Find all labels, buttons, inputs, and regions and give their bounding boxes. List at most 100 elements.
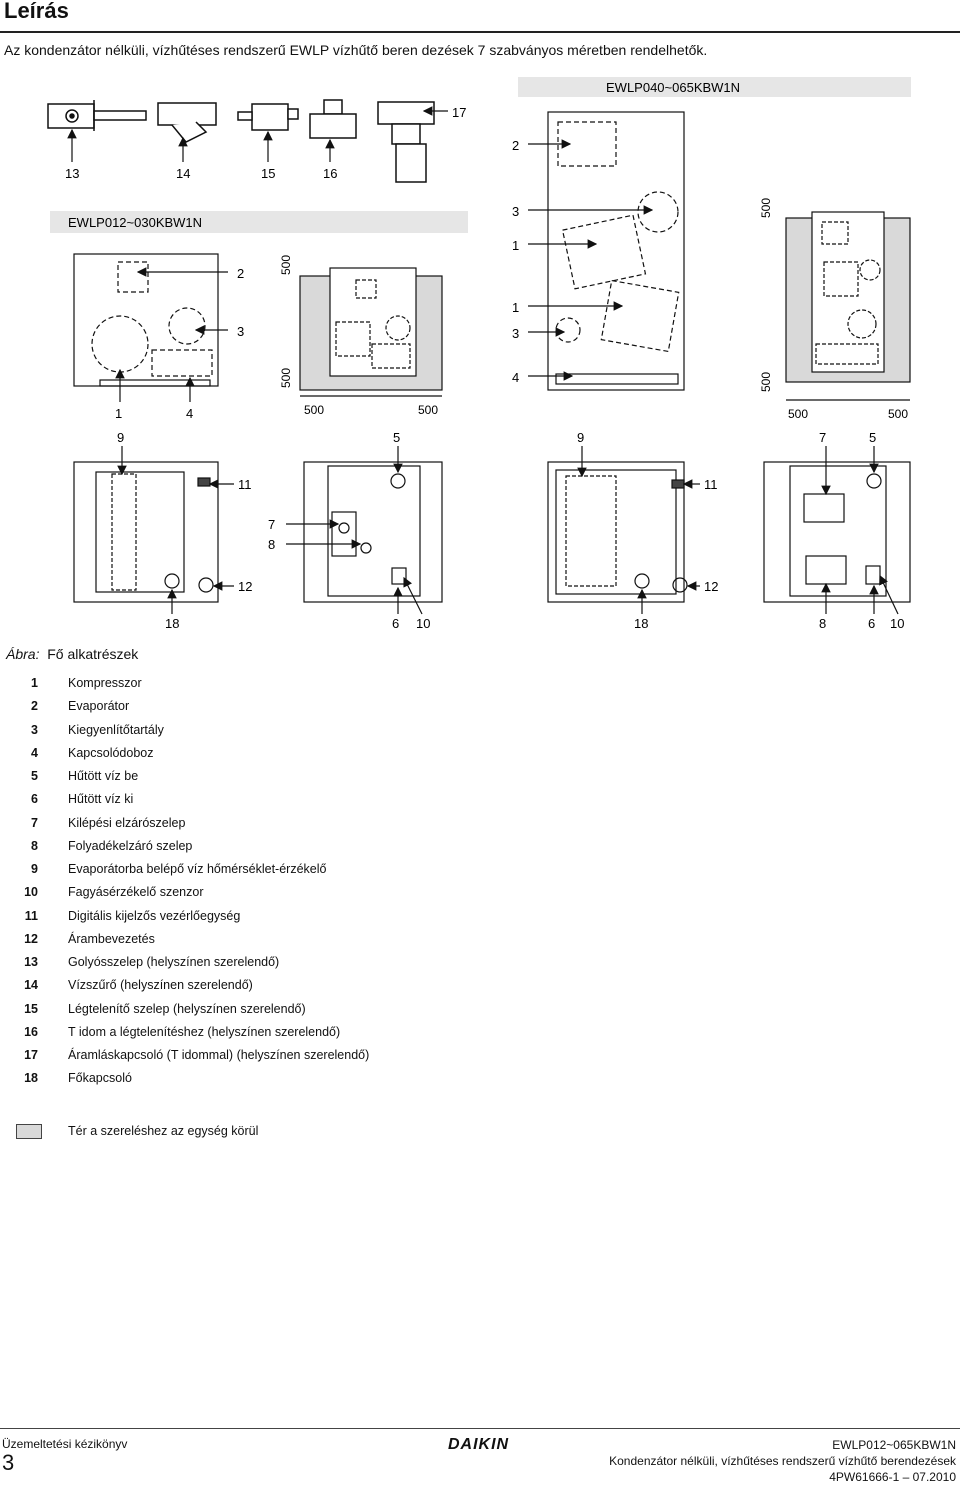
callout-15: 15 bbox=[261, 166, 275, 181]
legend-number: 18 bbox=[24, 1071, 38, 1086]
callout-small-2: 2 bbox=[237, 266, 244, 281]
callout-large-5: 5 bbox=[869, 430, 876, 445]
footer-divider bbox=[0, 1428, 960, 1429]
legend-label: Evaporátorba belépő víz hőmérséklet-érzé… bbox=[68, 862, 327, 876]
footer-manual-title: Üzemeltetési kézikönyv bbox=[2, 1437, 128, 1451]
footer-model: EWLP012~065KBW1N bbox=[832, 1438, 956, 1452]
callout-large-12: 12 bbox=[704, 579, 718, 594]
clearance-small-left: 500 bbox=[304, 403, 324, 417]
installation-space-swatch bbox=[16, 1124, 42, 1139]
footer-doc-code: 4PW61666-1 – 07.2010 bbox=[829, 1470, 956, 1484]
legend-label: Kapcsolódoboz bbox=[68, 745, 154, 760]
legend-number: 6 bbox=[31, 792, 38, 807]
legend-label: Főkapcsoló bbox=[68, 1071, 132, 1086]
legend-number: 13 bbox=[24, 955, 38, 969]
callout-small-11: 11 bbox=[238, 477, 252, 492]
callout-large-2: 2 bbox=[512, 138, 519, 153]
brand-logo: DAIKIN bbox=[448, 1436, 510, 1453]
title-underline bbox=[0, 31, 960, 33]
callout-small-1: 1 bbox=[115, 406, 122, 421]
installation-space-label: Tér a szereléshez az egység körül bbox=[68, 1124, 259, 1138]
callout-large-6: 6 bbox=[868, 616, 875, 631]
callout-17: 17 bbox=[452, 105, 466, 120]
callout-small-18: 18 bbox=[165, 616, 179, 631]
callout-large-1a: 1 bbox=[512, 238, 519, 253]
callout-small-6: 6 bbox=[392, 616, 399, 631]
legend-label: Áramláskapcsoló (T idommal) (helyszínen … bbox=[68, 1048, 370, 1062]
legend-label: Kompresszor bbox=[68, 676, 142, 690]
legend-number: 11 bbox=[24, 908, 38, 923]
caption-text: Fő alkatrészek bbox=[47, 646, 139, 662]
footer-product: Kondenzátor nélküli, vízhűtéses rendszer… bbox=[609, 1454, 956, 1468]
caption-prefix: Ábra: bbox=[6, 646, 40, 662]
callout-small-9: 9 bbox=[117, 430, 124, 445]
callout-small-5: 5 bbox=[393, 430, 400, 445]
legend-label: Vízszűrő (helyszínen szerelendő) bbox=[68, 978, 253, 993]
callout-small-3: 3 bbox=[237, 324, 244, 339]
model-small-label: EWLP012~030KBW1N bbox=[68, 215, 202, 230]
large-unit-side-view bbox=[763, 461, 911, 603]
legend-number: 15 bbox=[24, 1001, 38, 1016]
clearance-small-bottom: 500 bbox=[279, 368, 293, 388]
callout-small-12: 12 bbox=[238, 579, 252, 594]
small-unit-top-view bbox=[73, 461, 219, 603]
clearance-large-left: 500 bbox=[788, 407, 808, 421]
legend-label: Légtelenítő szelep (helyszínen szerelend… bbox=[68, 1001, 306, 1016]
callout-16: 16 bbox=[323, 166, 337, 181]
accessory-ball-valve-icon bbox=[47, 100, 147, 131]
clearance-small-right: 500 bbox=[418, 403, 438, 417]
legend-number: 9 bbox=[31, 862, 38, 876]
legend-number: 14 bbox=[24, 978, 38, 993]
callout-small-10: 10 bbox=[416, 616, 430, 631]
clearance-small-top: 500 bbox=[279, 255, 293, 275]
callout-large-4: 4 bbox=[512, 370, 519, 385]
small-unit-side-view bbox=[303, 461, 443, 603]
accessory-air-purge-valve-icon bbox=[237, 103, 299, 131]
model-banner-small bbox=[50, 211, 468, 233]
footer-page-number: 3 bbox=[2, 1450, 15, 1475]
legend-label: Árambevezetés bbox=[68, 931, 155, 946]
callout-13: 13 bbox=[65, 166, 79, 181]
legend-label: Hűtött víz ki bbox=[68, 792, 134, 807]
accessory-t-piece-icon bbox=[309, 99, 357, 139]
accessory-strainer-icon bbox=[157, 102, 217, 143]
legend-number: 3 bbox=[31, 722, 38, 737]
legend-label: Hűtött víz be bbox=[68, 769, 139, 783]
legend-number: 8 bbox=[31, 838, 38, 853]
legend-label: Fagyásérzékelő szenzor bbox=[68, 885, 204, 900]
legend-label: Golyósszelep (helyszínen szerelendő) bbox=[68, 955, 280, 969]
legend-number: 2 bbox=[31, 699, 38, 714]
legend-number: 1 bbox=[31, 676, 38, 690]
legend-number: 16 bbox=[24, 1024, 38, 1039]
callout-large-11: 11 bbox=[704, 477, 718, 492]
figure-caption: Ábra: Fő alkatrészek bbox=[6, 646, 138, 662]
page-title: Leírás bbox=[4, 0, 69, 23]
clearance-large-top: 500 bbox=[759, 198, 773, 218]
legend-number: 10 bbox=[24, 885, 38, 900]
large-unit-top-view bbox=[547, 461, 688, 603]
callout-14: 14 bbox=[176, 166, 190, 181]
legend-number: 17 bbox=[24, 1048, 38, 1062]
legend-label: Folyadékelzáró szelep bbox=[68, 838, 193, 853]
small-unit-clearance-view bbox=[299, 267, 443, 397]
legend-number: 5 bbox=[31, 769, 38, 783]
model-banner-large bbox=[518, 77, 911, 97]
components-figure: EWLP040~065KBW1N EWLP012~030KBW1N 13 14 … bbox=[47, 77, 911, 631]
small-unit-front-view bbox=[73, 253, 219, 387]
clearance-large-bottom: 500 bbox=[759, 372, 773, 392]
callout-small-8: 8 bbox=[268, 537, 275, 552]
legend-label: Kiegyenlítőtartály bbox=[68, 722, 164, 737]
callout-small-4: 4 bbox=[186, 406, 193, 421]
large-unit-clearance-view bbox=[785, 211, 911, 401]
legend-label: Evaporátor bbox=[68, 699, 130, 714]
legend-label: Digitális kijelzős vezérlőegység bbox=[68, 908, 241, 923]
callout-large-18: 18 bbox=[634, 616, 648, 631]
intro-text: Az kondenzátor nélküli, vízhűtéses rends… bbox=[4, 42, 708, 58]
callout-large-9: 9 bbox=[577, 430, 584, 445]
callout-large-1b: 1 bbox=[512, 300, 519, 315]
model-large-label: EWLP040~065KBW1N bbox=[606, 80, 740, 95]
large-unit-front-view bbox=[547, 111, 685, 391]
accessory-flow-switch-icon bbox=[377, 101, 435, 183]
callout-large-7: 7 bbox=[819, 430, 826, 445]
legend-number: 4 bbox=[31, 745, 38, 760]
